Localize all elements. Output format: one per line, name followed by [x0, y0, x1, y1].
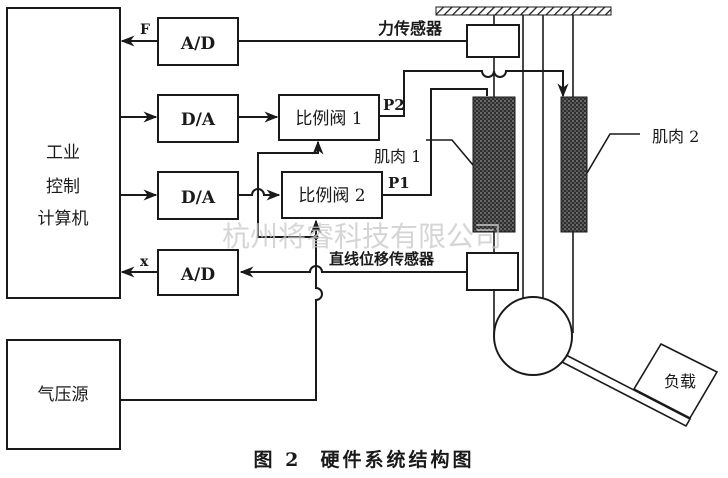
- computer-label-line2: 控制: [46, 177, 80, 197]
- pneumatic-muscle-1: [472, 96, 516, 233]
- computer-label-line3: 计算机: [38, 209, 89, 229]
- ad-force-label: A/D: [180, 34, 215, 54]
- pneumatic-muscle-2: [560, 96, 588, 233]
- muscle-1-label: 肌肉 1: [374, 147, 421, 166]
- linear-sensor-label: 直线位移传感器: [329, 250, 435, 268]
- da-converter-1: [157, 94, 239, 143]
- watermark-text: 杭州将睿科技有限公司: [222, 220, 502, 253]
- linear-displacement-sensor: [466, 252, 519, 291]
- ad-converter-displacement: [157, 249, 239, 296]
- ceiling-mount: [435, 6, 612, 16]
- force-sensor: [466, 24, 520, 58]
- proportional-valve-1: [278, 94, 380, 141]
- load-block: [632, 342, 719, 420]
- figure-caption: 图 2 硬件系统结构图: [253, 448, 474, 471]
- signal-p2-label: P2: [383, 96, 405, 114]
- ad-disp-label: A/D: [180, 265, 215, 285]
- computer-label-line1: 工业: [46, 143, 80, 163]
- air-source-block: [6, 339, 121, 450]
- muscle-2-label: 肌肉 2: [652, 127, 699, 146]
- da-1-label: D/A: [181, 110, 216, 130]
- da-converter-2: [157, 171, 239, 220]
- force-sensor-label: 力传感器: [378, 19, 443, 38]
- industrial-computer-outline: [6, 7, 121, 299]
- signal-p1-label: P1: [388, 174, 410, 192]
- signal-f-label: F: [140, 22, 150, 38]
- valve-2-label: 比例阀 2: [298, 186, 365, 206]
- da-2-label: D/A: [181, 188, 216, 208]
- air-source-label: 气压源: [38, 385, 89, 405]
- pulley-wheel: [493, 296, 573, 376]
- lever-arm: [561, 354, 692, 428]
- ad-converter-force: [157, 17, 239, 66]
- load-label: 负载: [664, 372, 696, 391]
- signal-x-label: x: [140, 254, 149, 270]
- valve-1-label: 比例阀 1: [295, 109, 362, 129]
